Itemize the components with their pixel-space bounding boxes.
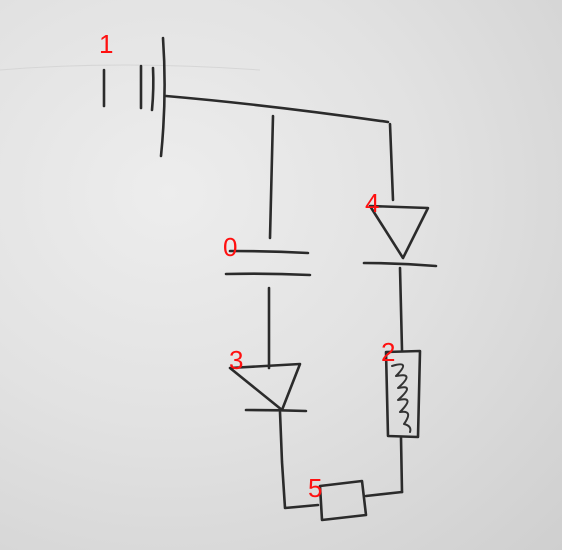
diode-4-triangle (368, 204, 430, 260)
battery-symbol (102, 36, 166, 158)
right-branch-wire (388, 122, 395, 202)
capacitor-plate-bottom (224, 272, 312, 277)
paper-fold (0, 64, 261, 71)
inductor-resistor-wire (399, 436, 404, 494)
resistor-body (318, 479, 368, 522)
diode-4-symbol (362, 204, 438, 268)
label-2: 2 (381, 337, 395, 367)
label-5: 5 (308, 473, 322, 503)
lower-left-wire (278, 410, 320, 510)
capacitor-symbol (224, 249, 312, 277)
diode-3-triangle (228, 362, 302, 412)
label-1: 1 (99, 29, 113, 59)
battery-plate-mid (150, 66, 155, 112)
capacitor-plate-top (228, 249, 310, 255)
top-wire (164, 94, 390, 124)
diode-3-bar (244, 408, 308, 413)
diode-inductor-wire (398, 266, 404, 352)
label-4: 4 (365, 188, 379, 218)
diode-4-bar (362, 261, 438, 268)
left-branch-wire (268, 114, 275, 240)
label-3: 3 (229, 345, 243, 375)
inductor-coil (391, 363, 412, 433)
diode-3-symbol (228, 362, 308, 413)
inductor-body (384, 349, 422, 439)
resistor-symbol (318, 479, 368, 522)
label-0: 0 (223, 232, 237, 262)
battery-plate-long (159, 36, 166, 158)
resistor-right-wire (364, 490, 404, 498)
inductor-symbol (384, 349, 422, 439)
